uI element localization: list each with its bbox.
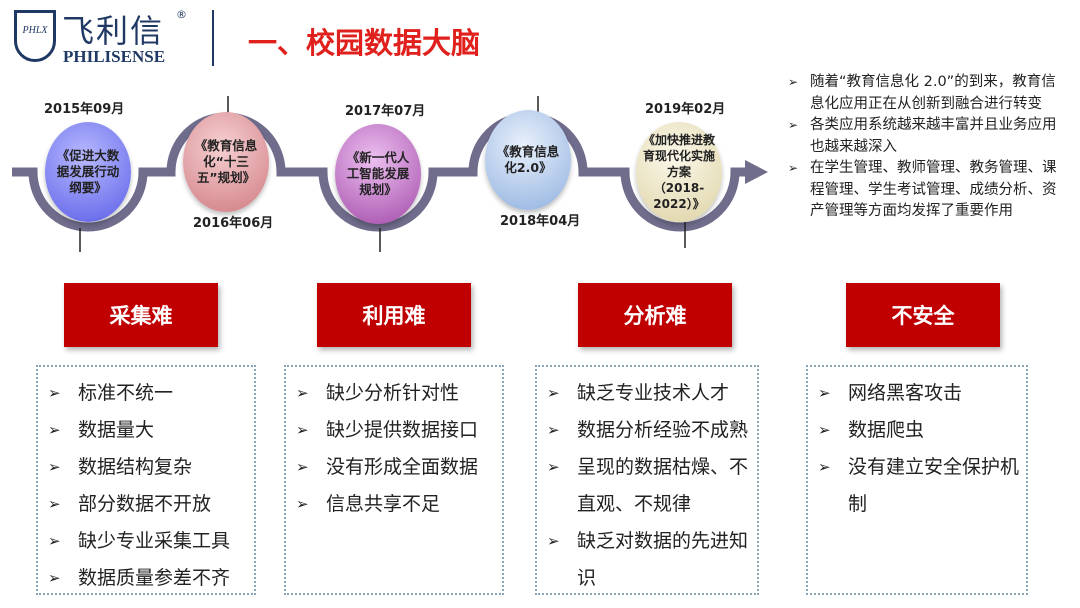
header-divider xyxy=(212,10,214,66)
registered-mark: ® xyxy=(176,8,187,21)
timeline-node: 《新一代人工智能发展规划》 xyxy=(335,124,421,224)
list-item: 数据爬虫 xyxy=(818,412,1026,449)
list-item: 数据质量参差不齐 xyxy=(48,560,254,597)
timeline-date: 2015年09月 xyxy=(44,102,125,117)
timeline-node: 《教育信息化2.0》 xyxy=(485,110,571,210)
list-item: 数据量大 xyxy=(48,412,254,449)
category-header: 利用难 xyxy=(317,283,471,347)
info-item: 在学生管理、教师管理、教务管理、课程管理、学生考试管理、成绩分析、资产管理等方面… xyxy=(788,158,1068,223)
info-item: 各类应用系统越来越丰富并且业务应用也越来越深入 xyxy=(788,115,1068,158)
list-item: 缺乏专业技术人才 xyxy=(547,375,757,412)
category-list: 标准不统一 数据量大 数据结构复杂 部分数据不开放 缺少专业采集工具 数据质量参… xyxy=(36,365,256,597)
list-item: 呈现的数据枯燥、不直观、不规律 xyxy=(547,449,757,523)
list-item: 部分数据不开放 xyxy=(48,486,254,523)
logo-name-cn: 飞利信 xyxy=(62,12,165,50)
category-header: 采集难 xyxy=(64,283,218,347)
arrow-head-icon xyxy=(745,160,768,184)
timeline-date: 2018年04月 xyxy=(500,214,581,229)
info-list: 随着“教育信息化 2.0”的到来，教育信息化应用正在从创新到融合进行转变 各类应… xyxy=(788,72,1068,223)
timeline-node: 《教育信息化“十三五”规划》 xyxy=(183,112,269,212)
list-item: 数据分析经验不成熟 xyxy=(547,412,757,449)
list-item: 数据结构复杂 xyxy=(48,449,254,486)
list-item: 没有建立安全保护机制 xyxy=(818,449,1026,523)
list-item: 缺少分析针对性 xyxy=(296,375,502,412)
list-item: 网络黑客攻击 xyxy=(818,375,1026,412)
list-item: 缺少专业采集工具 xyxy=(48,523,254,560)
logo-shield: PHLX xyxy=(14,10,56,62)
timeline-node: 《加快推进教育现代化实施方案（2018-2022）》 xyxy=(636,122,722,222)
page-title: 一、校园数据大脑 xyxy=(248,26,481,60)
list-item: 缺少提供数据接口 xyxy=(296,412,502,449)
info-item: 随着“教育信息化 2.0”的到来，教育信息化应用正在从创新到融合进行转变 xyxy=(788,72,1068,115)
category-list: 缺乏专业技术人才 数据分析经验不成熟 呈现的数据枯燥、不直观、不规律 缺乏对数据… xyxy=(535,365,759,595)
category-header: 不安全 xyxy=(846,283,1000,347)
category-list: 缺少分析针对性 缺少提供数据接口 没有形成全面数据 信息共享不足 xyxy=(284,365,504,595)
category-list: 网络黑客攻击 数据爬虫 没有建立安全保护机制 xyxy=(806,365,1028,595)
list-item: 没有形成全面数据 xyxy=(296,449,502,486)
list-item: 信息共享不足 xyxy=(296,486,502,523)
logo-name-en: PHILISENSE xyxy=(63,47,166,66)
list-item: 缺乏对数据的先进知识 xyxy=(547,523,757,597)
timeline-date: 2017年07月 xyxy=(345,104,426,119)
timeline-date: 2019年02月 xyxy=(645,102,726,117)
timeline-date: 2016年06月 xyxy=(193,216,274,231)
category-header: 分析难 xyxy=(578,283,732,347)
timeline-node: 《促进大数据发展行动纲要》 xyxy=(45,122,131,222)
list-item: 标准不统一 xyxy=(48,375,254,412)
